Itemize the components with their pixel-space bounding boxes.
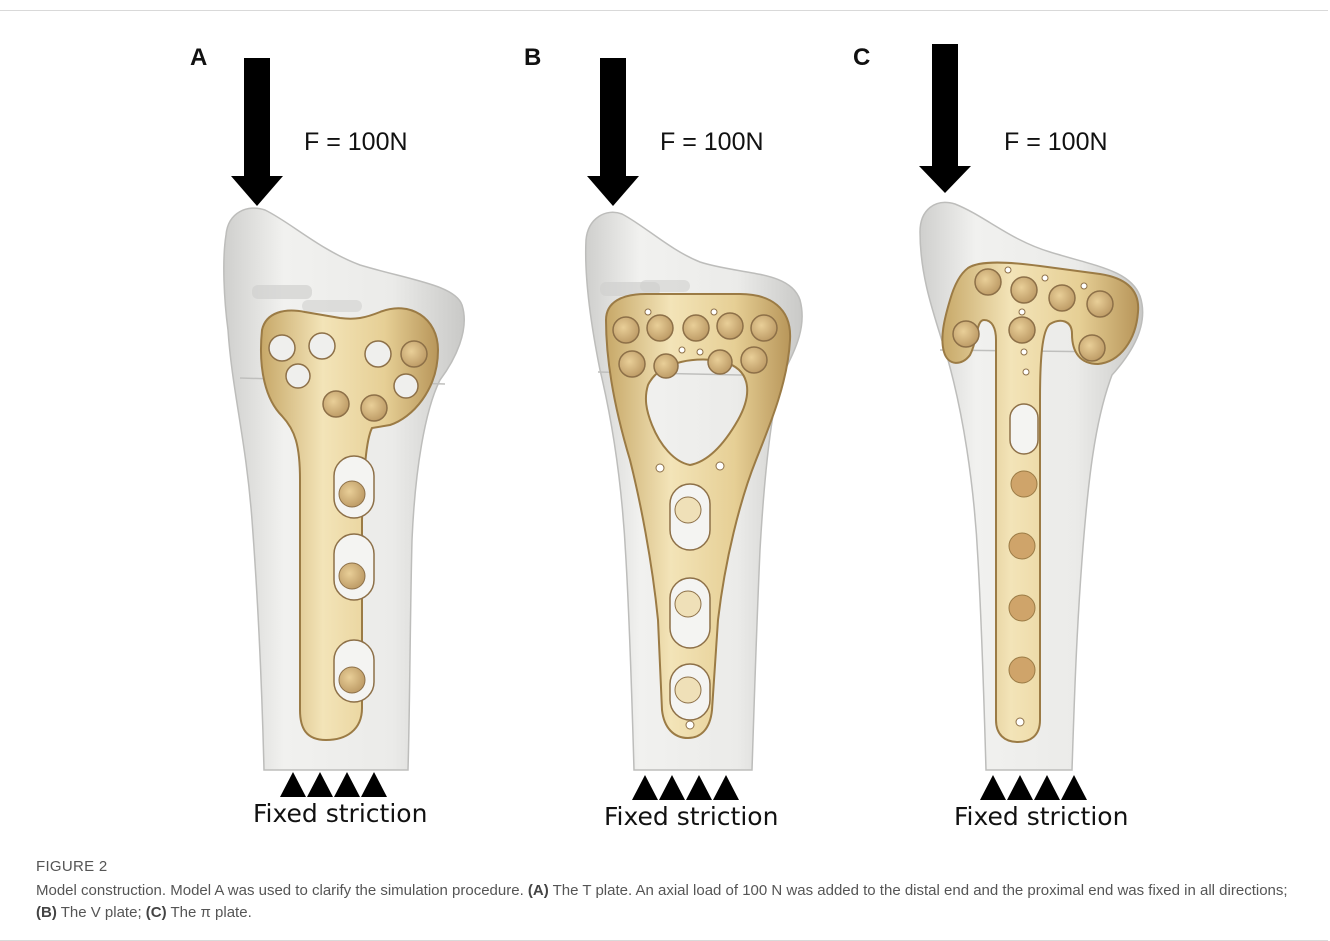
fixed-support-c	[980, 775, 1087, 800]
pi-plate-slot	[1010, 404, 1038, 454]
force-arrow-c	[932, 44, 958, 178]
caption-text: Model construction. Model A was used to …	[36, 880, 1296, 924]
panel-c-illustration	[919, 44, 1143, 800]
figure-caption: FIGURE 2 Model construction. Model A was…	[36, 856, 1296, 924]
figure-number: FIGURE 2	[36, 856, 1296, 878]
caption-text-c: The π plate.	[167, 904, 252, 921]
force-arrow-b-head	[587, 176, 639, 206]
force-arrow-a-head	[231, 176, 283, 206]
force-arrow-a	[244, 58, 270, 178]
panel-label-c: C	[853, 44, 870, 72]
caption-label-b: (B)	[36, 904, 57, 921]
panel-label-a: A	[190, 44, 207, 72]
force-label-c: F = 100N	[1004, 128, 1108, 157]
constraint-label-c: Fixed striction	[954, 802, 1128, 831]
force-label-a: F = 100N	[304, 128, 408, 157]
panel-b-illustration	[586, 58, 802, 800]
panel-label-b: B	[524, 44, 541, 72]
caption-text-b: The V plate;	[57, 904, 142, 921]
force-arrow-c-head	[919, 166, 971, 193]
panel-a-illustration	[224, 58, 464, 797]
constraint-label-b: Fixed striction	[604, 802, 778, 831]
caption-intro: Model construction. Model A was used to …	[36, 882, 524, 899]
caption-text-a: The T plate. An axial load of 100 N was …	[549, 882, 1288, 899]
force-arrow-b	[600, 58, 626, 178]
constraint-label-a: Fixed striction	[253, 799, 427, 828]
fixed-support-b	[632, 775, 739, 800]
caption-label-c: (C)	[146, 904, 167, 921]
fixed-support-a	[280, 772, 387, 797]
caption-label-a: (A)	[528, 882, 549, 899]
force-label-b: F = 100N	[660, 128, 764, 157]
